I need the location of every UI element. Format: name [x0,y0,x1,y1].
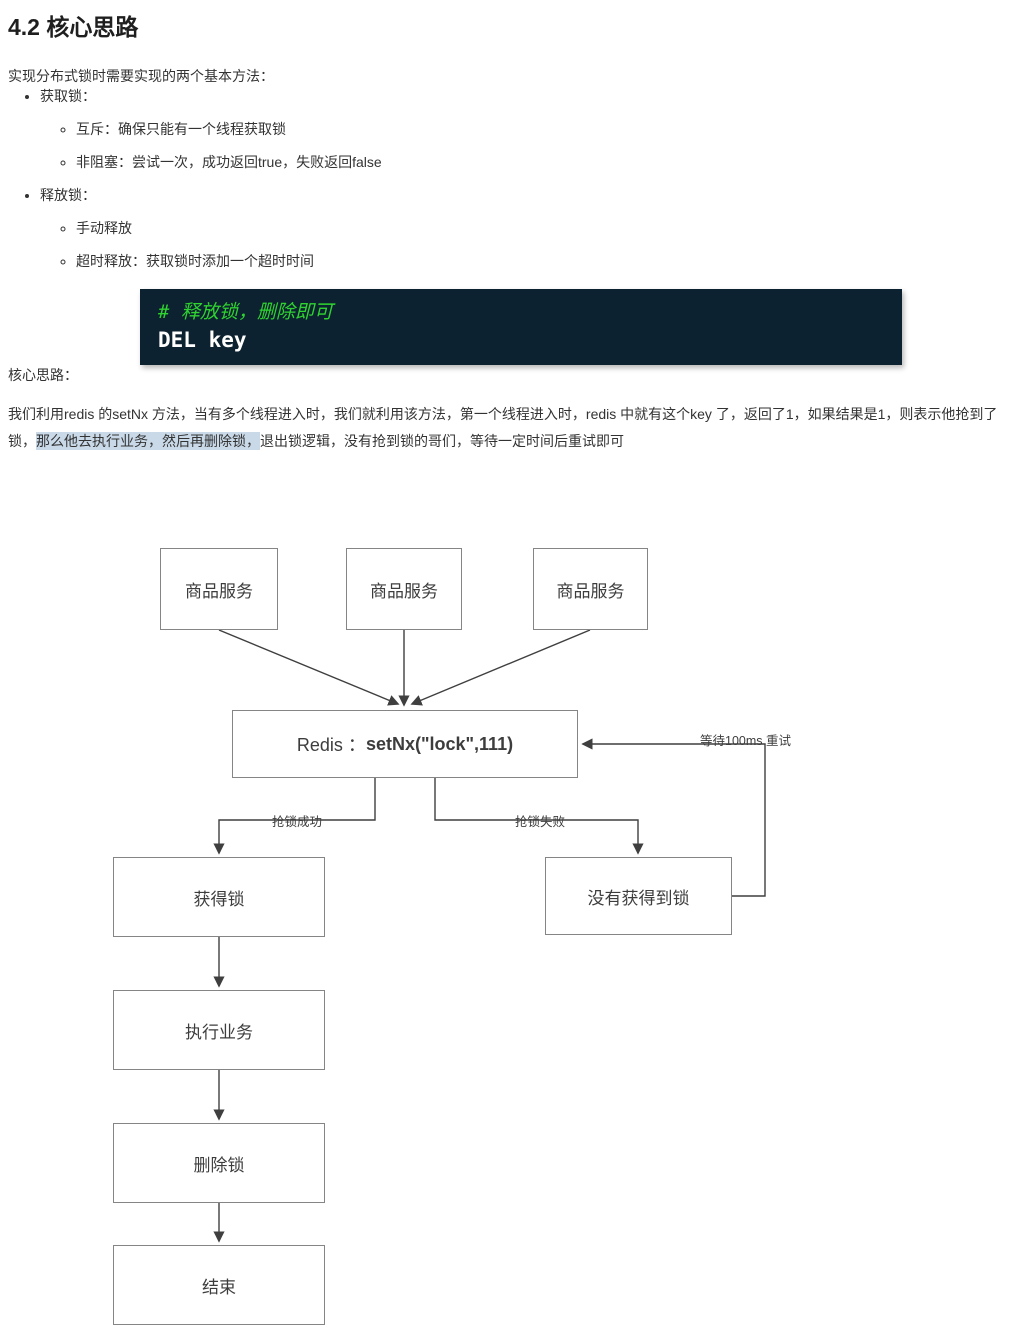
node-product-service-1: 商品服务 [160,548,278,630]
node-redis-setnx: Redis ：setNx("lock",111) [232,710,578,778]
intro-paragraph: 实现分布式锁时需要实现的两个基本方法： [8,68,274,84]
arrow-retry-loop [581,738,766,897]
list-item-release: 释放锁： 手动释放 超时释放：获取锁时添加一个超时时间 [40,185,1003,271]
flowchart-arrows [213,629,766,1243]
edge-label-lock-fail: 抢锁失败 [515,815,566,829]
list-item-acquire: 获取锁： 互斥：确保只能有一个线程获取锁 非阻塞：尝试一次，成功返回true，失… [40,86,1003,172]
redis-label-prefix: Redis ： [296,735,366,755]
arrow-service1-to-redis [218,629,400,706]
code-block: # 释放锁，删除即可 DEL key [140,289,902,365]
acquire-label: 获取锁： [40,88,96,104]
arrow-lock-success [213,778,376,855]
edge-label-retry: 等待100ms 重试 [700,734,791,748]
node-product-service-2: 商品服务 [346,548,462,630]
node-product-service-3: 商品服务 [533,548,648,630]
acquire-sublist: 互斥：确保只能有一个线程获取锁 非阻塞：尝试一次，成功返回true，失败返回fa… [40,119,1003,172]
node-delete-lock: 删除锁 [113,1123,325,1203]
section-heading: 4.2 核心思路 [8,14,139,40]
code-comment: # 释放锁，删除即可 [158,301,333,323]
node-end: 结束 [113,1245,325,1325]
list-item-mutex: 互斥：确保只能有一个线程获取锁 [76,119,1003,139]
redis-label-code: setNx("lock",111) [365,733,514,754]
explanation-highlight: 那么他去执行业务，然后再删除锁， [36,432,260,450]
flowchart-diagram: 商品服务 商品服务 商品服务 Redis ：setNx("lock",111) … [0,535,1011,1333]
release-label: 释放锁： [40,187,96,203]
edge-label-lock-success: 抢锁成功 [272,815,323,829]
explanation-part2: 退出锁逻辑，没有抢到锁的哥们，等待一定时间后重试即可 [260,433,624,449]
explanation-paragraph: 我们利用redis 的setNx 方法，当有多个线程进入时，我们就利用该方法，第… [8,401,1008,455]
code-command: DEL key [158,328,247,352]
explanation-part1: 我们利用redis 的setNx 方法，当有多个线程进入时，我们就利用该方法，第… [8,406,998,449]
node-lock-not-acquired: 没有获得到锁 [545,857,732,935]
node-execute-business: 执行业务 [113,990,325,1070]
list-item-manual-release: 手动释放 [76,218,1003,238]
list-item-nonblocking: 非阻塞：尝试一次，成功返回true，失败返回false [76,152,1003,172]
core-idea-label: 核心思路： [8,367,78,383]
methods-list: 获取锁： 互斥：确保只能有一个线程获取锁 非阻塞：尝试一次，成功返回true，失… [8,86,1003,271]
release-sublist: 手动释放 超时释放：获取锁时添加一个超时时间 [40,218,1003,271]
list-item-timeout-release: 超时释放：获取锁时添加一个超时时间 [76,251,1003,271]
node-lock-acquired: 获得锁 [113,857,325,937]
arrow-lock-fail [434,778,644,855]
arrow-service3-to-redis [410,629,591,706]
